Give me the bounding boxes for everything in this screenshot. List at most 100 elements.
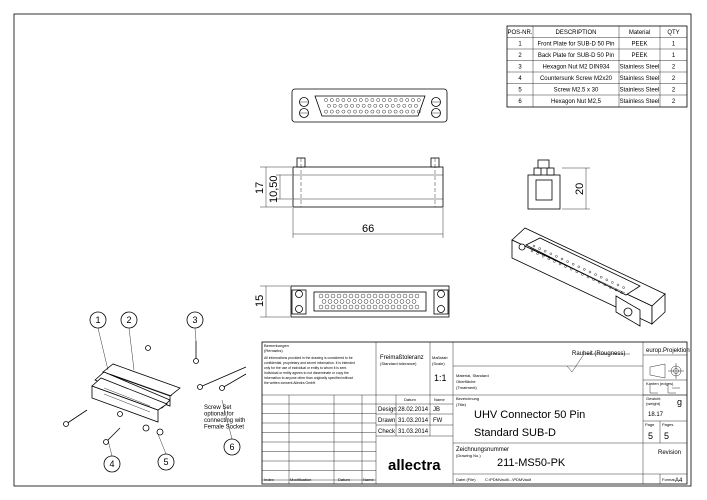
company-logo: allectra	[388, 457, 441, 474]
pin	[345, 299, 351, 304]
pin	[364, 109, 369, 114]
bom-cell: Back Plate for SUB-D 50 Pin	[538, 53, 614, 59]
pin	[385, 104, 389, 108]
front-view: 17 10,50 66	[254, 157, 444, 238]
bom-cell: 5	[518, 88, 522, 94]
pin	[356, 104, 360, 108]
note-line: Female Socket	[204, 425, 244, 431]
pin	[347, 98, 352, 102]
pin	[324, 109, 328, 114]
pin	[379, 104, 383, 108]
dim-body-height: 10,50	[268, 175, 280, 203]
pin	[408, 293, 414, 299]
pin	[542, 255, 545, 258]
pages-label: Pages	[662, 422, 673, 427]
pin	[376, 98, 381, 102]
disclaimer-line: confidential, proprietary and secret inf…	[264, 361, 355, 365]
balloon	[223, 438, 241, 456]
bom-cell: 2	[672, 65, 676, 71]
bom-cell: 2	[518, 53, 522, 59]
pin	[324, 98, 328, 102]
roughness-label: Rauheit (Rougness)	[572, 351, 625, 357]
pin	[414, 293, 420, 299]
sheet-border	[13, 13, 692, 487]
pin	[382, 98, 386, 102]
page-value: 5	[648, 431, 653, 441]
pin	[566, 260, 569, 263]
pin	[614, 288, 618, 292]
pin	[387, 98, 392, 102]
pin	[411, 98, 415, 102]
datum-header: Datum	[404, 397, 416, 402]
pin	[329, 98, 334, 102]
pin	[564, 265, 567, 268]
pin	[402, 293, 408, 299]
edges-symbol	[649, 385, 680, 394]
top-view	[291, 88, 448, 123]
pin	[373, 104, 378, 108]
bom-cell: 2	[672, 88, 676, 94]
name-label: Name	[363, 477, 374, 482]
bottom-view: 15	[254, 285, 450, 318]
name-header: Name	[434, 397, 445, 402]
edges-label: Kanten (edges)	[646, 381, 674, 386]
pin	[547, 257, 550, 260]
pin	[553, 260, 556, 263]
balloon	[120, 311, 138, 329]
pin	[354, 293, 360, 299]
design-date: 28.02.2014	[398, 407, 429, 413]
pin	[330, 304, 336, 310]
pin	[341, 98, 346, 102]
pin	[414, 304, 420, 310]
balloon-label: 3	[192, 315, 197, 325]
pin	[405, 299, 411, 304]
pin	[369, 299, 375, 304]
pin	[324, 293, 330, 299]
material-label: Material, Standard	[456, 373, 489, 378]
pin	[366, 304, 372, 310]
projection-symbol	[649, 363, 684, 379]
title-line1: UHV Connector 50 Pin	[474, 409, 585, 421]
disclaimer-line: Individual or entity agrees to not disse…	[264, 371, 349, 375]
note-line: connecting with	[204, 418, 245, 424]
pin	[327, 299, 333, 304]
pin	[583, 268, 586, 271]
pin	[358, 109, 363, 114]
weight-sub: (weight)	[646, 401, 661, 406]
pin	[341, 109, 346, 114]
pin	[390, 304, 396, 310]
pin	[611, 281, 614, 284]
bom-cell: Stainless Steel	[620, 76, 660, 82]
check-date: 31.03.2014	[398, 429, 429, 435]
pin	[348, 304, 354, 310]
pin	[575, 270, 578, 273]
pin	[594, 273, 597, 276]
pin	[549, 252, 552, 256]
disclaimer-line: only for the use of individual or entity…	[264, 366, 347, 370]
pin	[360, 304, 366, 310]
balloon-label: 6	[229, 442, 234, 452]
bom-cell: 1	[518, 42, 522, 48]
pin	[605, 278, 608, 281]
pin	[321, 299, 327, 304]
title-line2: Standard SUB-D	[474, 427, 556, 439]
pin	[329, 109, 334, 114]
pin	[416, 98, 421, 102]
projection-label: europ.Projektion	[646, 348, 690, 354]
dim-length: 66	[362, 223, 374, 235]
tolerance-label: Freimaßtoleranz	[380, 355, 424, 361]
balloon-label: 4	[109, 459, 114, 469]
pin	[342, 293, 348, 299]
tolerance-sub: (Standard tolerance)	[380, 361, 417, 366]
drawing-no: 211-MS50-PK	[497, 457, 566, 469]
drawing-no-sub: (Drawing No.)	[456, 453, 481, 458]
weight-label: Gewicht	[646, 396, 661, 401]
bom-header-cell: POS-NR.	[507, 30, 532, 36]
pin	[402, 104, 407, 108]
remarks-sub: (Remarks)	[264, 348, 283, 353]
pin	[588, 270, 592, 274]
pin	[372, 304, 378, 310]
pin	[592, 278, 595, 281]
pin	[609, 286, 612, 289]
bom-cell: Stainless Steel	[620, 65, 660, 71]
